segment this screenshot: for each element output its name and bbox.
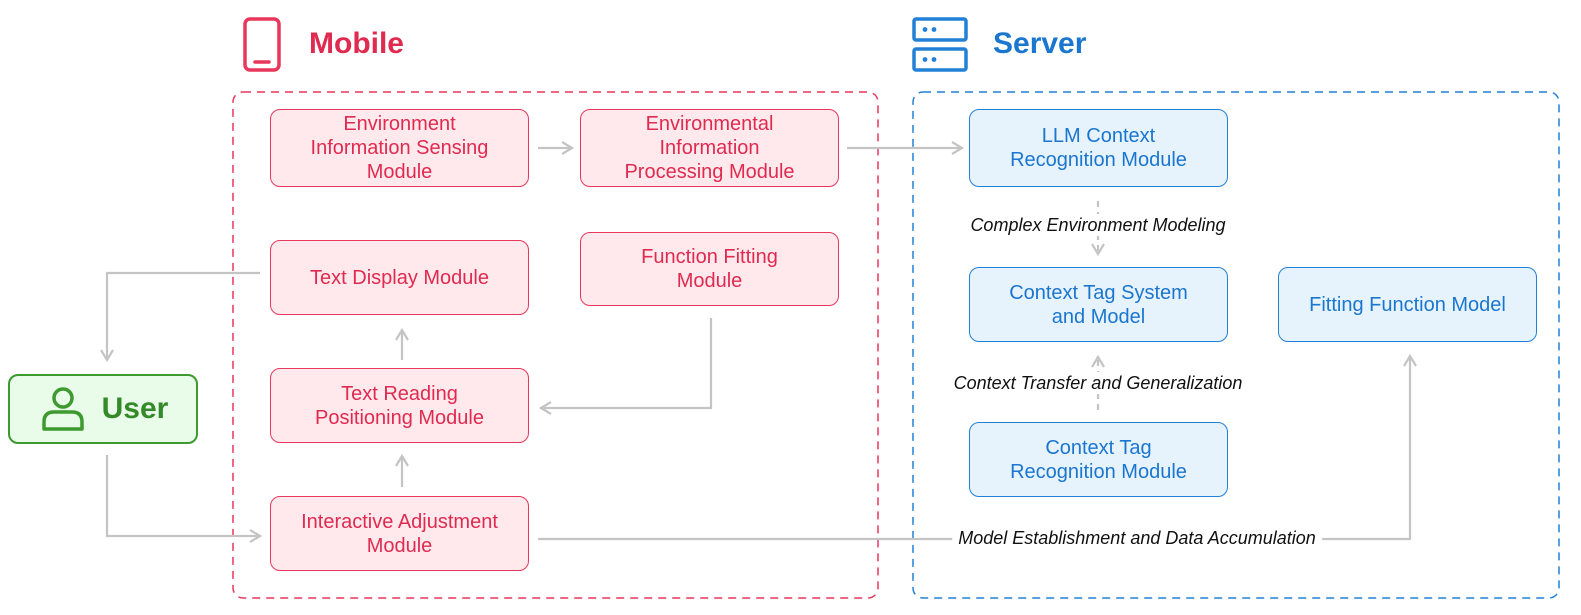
server-group-border (912, 91, 1560, 599)
server-title: Server (993, 27, 1087, 60)
interactive-adjustment-module: Interactive Adjustment Module (270, 496, 529, 571)
text-display-module: Text Display Module (270, 240, 529, 315)
label-complex-environment-modeling: Complex Environment Modeling (964, 214, 1232, 236)
fitting-function-model: Fitting Function Model (1278, 267, 1537, 342)
server-rack-icon (912, 17, 968, 72)
person-icon (41, 387, 84, 431)
llm-context-recognition-module: LLM Context Recognition Module (969, 109, 1228, 187)
environmental-processing-module: Environmental Information Processing Mod… (580, 109, 839, 187)
environment-sensing-module: Environment Information Sensing Module (270, 109, 529, 187)
smartphone-icon (243, 17, 281, 72)
arrow-user-to-adjustment (105, 455, 260, 536)
mobile-title: Mobile (309, 27, 404, 60)
label-context-transfer: Context Transfer and Generalization (947, 372, 1249, 394)
arrow-adjustment-to-fitting-model (538, 356, 1410, 541)
arrow-display-to-user (107, 271, 260, 360)
mobile-group-border (232, 91, 879, 599)
label-model-establishment: Model Establishment and Data Accumulatio… (952, 527, 1322, 549)
user-box: User (8, 374, 198, 444)
arrow-fitting-to-reading (541, 318, 713, 408)
context-tag-system-module: Context Tag System and Model (969, 267, 1228, 342)
context-tag-recognition-module: Context Tag Recognition Module (969, 422, 1228, 497)
function-fitting-module: Function Fitting Module (580, 232, 839, 306)
text-reading-positioning-module: Text Reading Positioning Module (270, 368, 529, 443)
user-label: User (101, 392, 169, 425)
